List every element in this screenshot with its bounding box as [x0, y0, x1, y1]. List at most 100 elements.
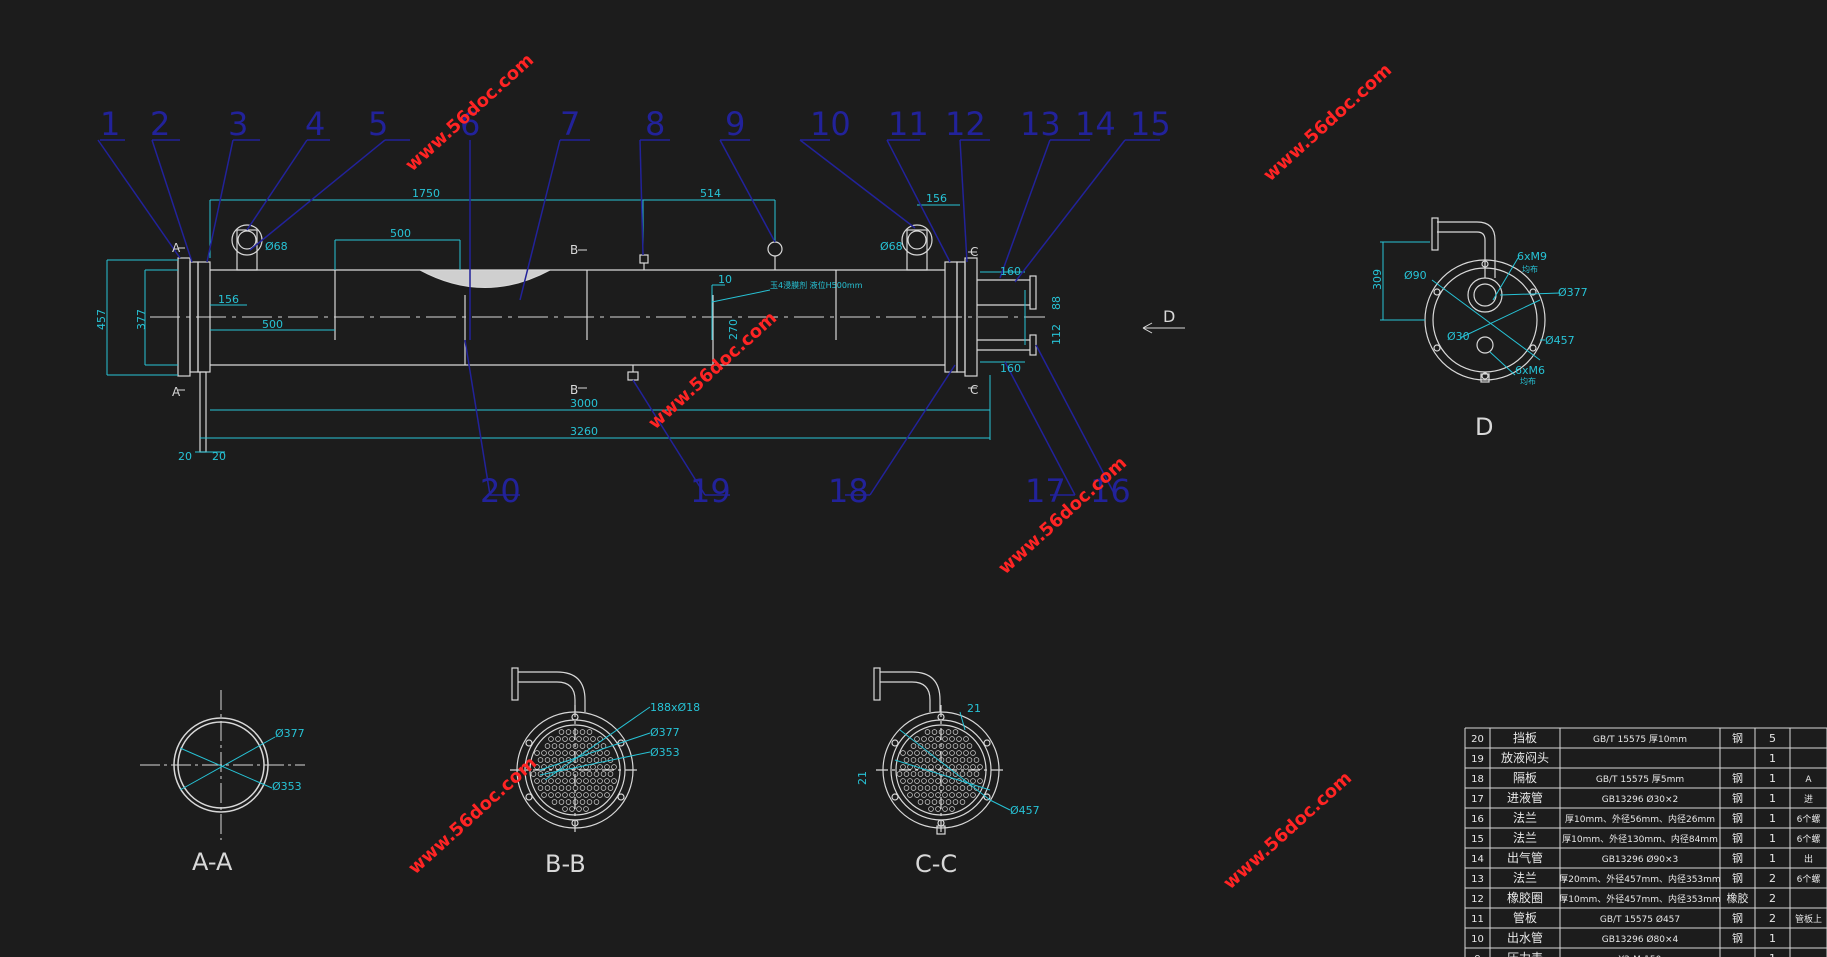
bom-cell-mat: 钢	[1732, 832, 1743, 845]
tube-hole	[558, 771, 565, 777]
tube-hole	[973, 771, 980, 777]
view-d-309: 309	[1371, 269, 1384, 290]
tube-hole	[597, 792, 603, 798]
tube-hole	[977, 778, 983, 784]
bom-cell-qty: 1	[1769, 852, 1776, 865]
tube-hole	[938, 729, 945, 735]
bom-cell-qty: 1	[1769, 792, 1776, 805]
dim-156-left: 156	[218, 293, 239, 306]
main-dimension-texts: 1750 514 156 500 Ø68 Ø68 156 500 3000 32…	[95, 187, 1063, 463]
cc-21-left: 21	[856, 771, 869, 785]
view-d-6xm6-note: 均布	[1520, 376, 1536, 386]
tube-hole	[896, 771, 903, 777]
tube-hole	[959, 743, 966, 749]
tube-hole	[593, 757, 600, 763]
tube-hole	[910, 785, 917, 791]
tube-hole	[924, 799, 931, 805]
dim-10: 10	[718, 273, 732, 286]
tube-hole	[966, 785, 973, 791]
bom-cell-spec: 厚10mm、外径457mm、内径353mm	[1559, 893, 1720, 905]
part-number-17: 17	[1025, 472, 1066, 510]
tube-hole	[555, 764, 561, 770]
tube-hole	[903, 785, 910, 791]
bom-cell-qty: 1	[1769, 932, 1776, 945]
bb-tube-pattern	[530, 729, 617, 812]
tube-hole	[917, 743, 924, 749]
bom-cell-qty: 1	[1769, 752, 1776, 765]
tube-hole	[952, 743, 959, 749]
bom-cell-note: 管板上	[1795, 913, 1822, 925]
tube-hole	[963, 764, 969, 770]
tube-hole	[555, 792, 561, 798]
tube-hole	[565, 743, 572, 749]
bom-cell-no: 17	[1471, 794, 1484, 805]
part-leader-lines	[97, 139, 1160, 496]
dim-500-top: 500	[390, 227, 411, 240]
part-number-13: 13	[1020, 105, 1061, 143]
tube-hole	[931, 799, 938, 805]
tube-hole	[938, 799, 945, 805]
tube-hole	[910, 743, 917, 749]
dim-160-top: 160	[1000, 265, 1021, 278]
section-a-bottom: A	[172, 385, 181, 399]
part-number-7: 7	[560, 105, 580, 143]
bom-cell-no: 9	[1474, 954, 1480, 957]
dim-270: 270	[727, 319, 740, 340]
view-d-dia90: Ø90	[1404, 269, 1427, 282]
tube-hole	[597, 778, 603, 784]
tube-hole	[970, 792, 976, 798]
tube-hole	[593, 799, 600, 805]
tube-hole	[548, 792, 554, 798]
tube-hole	[956, 764, 962, 770]
tube-hole	[949, 750, 955, 756]
tube-hole	[931, 729, 938, 735]
tube-hole	[970, 778, 976, 784]
tube-hole	[900, 778, 906, 784]
tube-hole	[572, 785, 579, 791]
tube-hole	[921, 792, 927, 798]
tube-hole	[548, 736, 554, 742]
view-d: 6xM9 均布 Ø377 Ø90 Ø457 Ø30 6xM6 均布 309 D	[1371, 217, 1588, 441]
tube-hole	[966, 771, 973, 777]
tube-hole	[600, 785, 607, 791]
bom-cell-spec: GB13296 Ø80×4	[1602, 934, 1679, 945]
bom-cell-spec: GB13296 Ø90×3	[1602, 854, 1678, 865]
tube-hole	[558, 743, 565, 749]
tube-hole	[562, 778, 568, 784]
tube-hole	[586, 757, 593, 763]
tube-hole	[558, 729, 565, 735]
tube-hole	[537, 757, 544, 763]
tube-hole	[935, 750, 941, 756]
tube-hole	[949, 778, 955, 784]
tube-hole	[541, 792, 547, 798]
dim-dia68-left: Ø68	[265, 240, 288, 253]
part-number-14: 14	[1075, 105, 1116, 143]
bom-cell-mat: 钢	[1732, 852, 1743, 865]
bom-cell-qty: 5	[1769, 732, 1776, 745]
section-b-b: 188xØ18 Ø377 Ø353 B-B	[510, 667, 700, 878]
tube-hole	[952, 785, 959, 791]
bom-cell-qty: 1	[1769, 772, 1776, 785]
tube-hole	[924, 771, 931, 777]
tube-hole	[952, 729, 959, 735]
aa-dia353: Ø353	[272, 780, 302, 793]
bom-cell-name: 进液管	[1507, 790, 1543, 805]
part-number-8: 8	[645, 105, 665, 143]
tube-hole	[600, 757, 607, 763]
tube-hole	[534, 778, 540, 784]
bom-cell-name: 橡胶圈	[1507, 890, 1543, 905]
tube-hole	[949, 792, 955, 798]
tube-hole	[928, 750, 934, 756]
tube-hole	[945, 799, 952, 805]
tube-hole	[572, 799, 579, 805]
bom-cell-mat: 钢	[1732, 912, 1743, 925]
tube-hole	[551, 757, 558, 763]
bom-cell-name: 法兰	[1513, 871, 1537, 885]
tube-hole	[935, 778, 941, 784]
tube-hole	[931, 785, 938, 791]
tube-hole	[900, 764, 906, 770]
tube-hole	[569, 736, 575, 742]
tube-hole	[555, 750, 561, 756]
